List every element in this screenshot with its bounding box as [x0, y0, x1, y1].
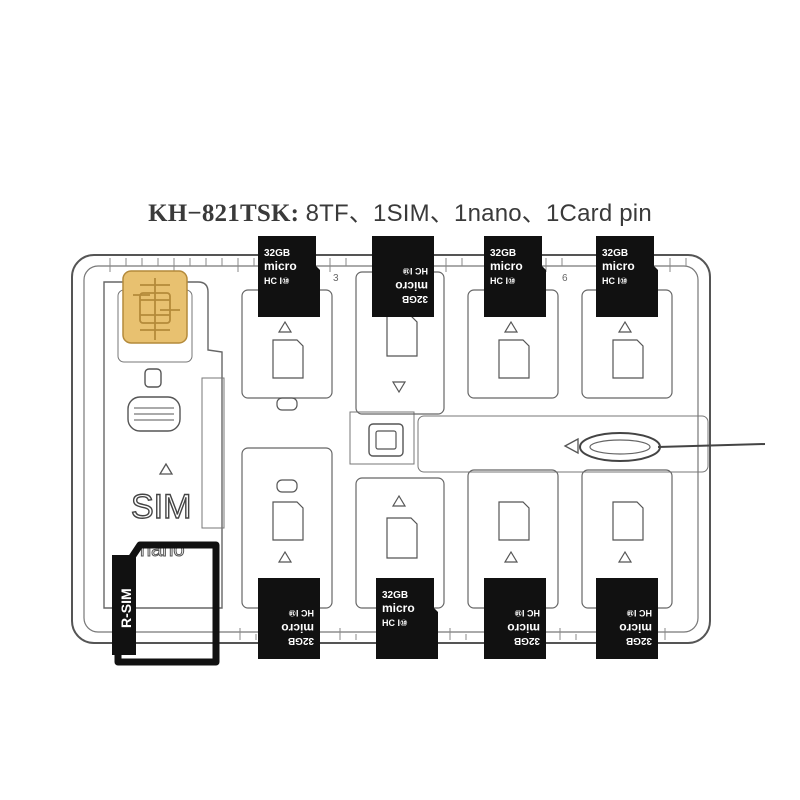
microsd-card: 32GB micro HC I⑩: [258, 236, 320, 317]
microsd-card: 32GB micro HC I⑩: [372, 236, 434, 317]
ruler-label-6: 6: [562, 273, 568, 284]
microsd-slots: [241, 271, 673, 609]
svg-text:HC I⑩: HC I⑩: [490, 276, 516, 286]
svg-text:HC I⑩: HC I⑩: [626, 608, 652, 618]
product-title: KH−821TSK: 8TF、1SIM、1nano、1Card pin: [0, 193, 800, 228]
svg-text:HC I⑩: HC I⑩: [514, 608, 540, 618]
svg-text:32GB: 32GB: [288, 635, 314, 646]
svg-text:32GB: 32GB: [602, 248, 628, 259]
r-sim-card: R-SIM: [112, 541, 220, 666]
svg-text:micro: micro: [264, 259, 297, 273]
ruler-label-3: 3: [333, 273, 339, 284]
sim-slot-label: SIM: [131, 488, 191, 526]
svg-text:HC I⑩: HC I⑩: [264, 276, 290, 286]
svg-text:HC I⑩: HC I⑩: [382, 618, 408, 628]
svg-text:micro: micro: [490, 259, 523, 273]
ruler-top: [109, 258, 687, 272]
arrow-up-icon: [158, 462, 174, 475]
svg-text:32GB: 32GB: [264, 248, 290, 259]
pin-channel: [349, 411, 709, 473]
svg-text:32GB: 32GB: [514, 635, 540, 646]
microsd-card: 32GB micro HC I⑩: [484, 236, 546, 317]
card-pin-icon: [579, 432, 766, 462]
svg-text:micro: micro: [281, 621, 314, 635]
svg-text:micro: micro: [507, 621, 540, 635]
microsd-card: 32GB micro HC I⑩: [258, 578, 320, 659]
svg-text:HC I⑩: HC I⑩: [602, 276, 628, 286]
svg-text:HC I⑩: HC I⑩: [402, 266, 428, 276]
microsd-card: 32GB micro HC I⑩: [484, 578, 546, 659]
notch-icon: [144, 368, 162, 388]
svg-text:32GB: 32GB: [490, 248, 516, 259]
svg-text:micro: micro: [395, 279, 428, 293]
svg-text:32GB: 32GB: [382, 590, 408, 601]
thumb-grip-icon: [127, 396, 181, 432]
r-sim-label: R-SIM: [118, 588, 134, 628]
microsd-card: 32GB micro HC I⑩: [596, 236, 658, 317]
svg-text:32GB: 32GB: [626, 635, 652, 646]
ruler-bottom: [239, 628, 666, 640]
product-spec: 8TF、1SIM、1nano、1Card pin: [305, 200, 652, 227]
microsd-card: 32GB micro HC I⑩: [376, 578, 438, 659]
svg-text:32GB: 32GB: [402, 293, 428, 304]
svg-text:micro: micro: [619, 621, 652, 635]
svg-text:HC I⑩: HC I⑩: [288, 608, 314, 618]
model-name: KH−821TSK:: [148, 200, 300, 227]
sim-compartment: SIM: [103, 281, 225, 609]
arrow-left-icon: [563, 437, 579, 455]
svg-text:micro: micro: [382, 601, 415, 615]
svg-text:micro: micro: [602, 259, 635, 273]
sim-chip-icon: [122, 270, 188, 344]
microsd-card: 32GB micro HC I⑩: [596, 578, 658, 659]
